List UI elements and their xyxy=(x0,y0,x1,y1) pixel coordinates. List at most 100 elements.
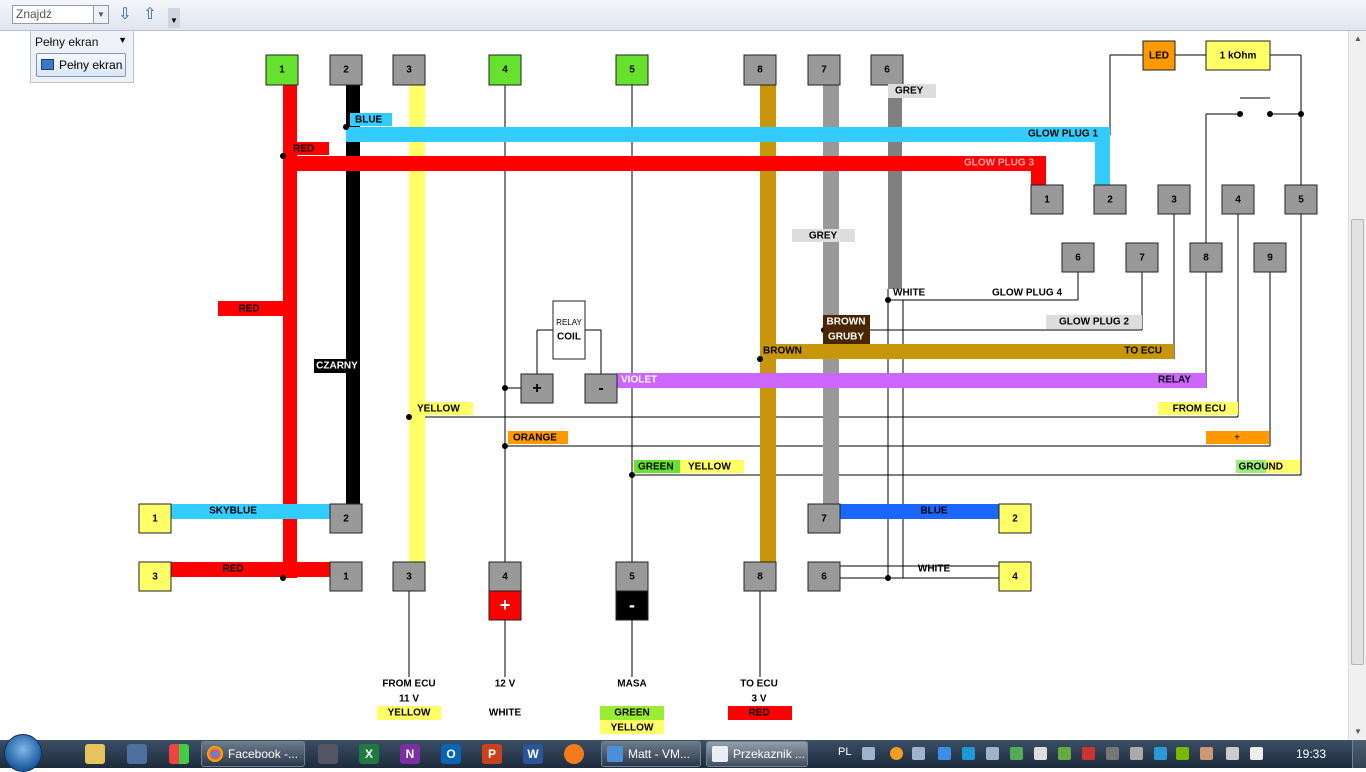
label-green: GREEN xyxy=(638,462,674,473)
label-violet: VIOLET xyxy=(621,375,657,386)
battery-icon[interactable] xyxy=(1058,747,1071,760)
relay-coil-top-label: RELAY xyxy=(556,318,582,327)
clock[interactable]: 19:33 xyxy=(1296,747,1327,761)
relay-pin-label: 9 xyxy=(1267,253,1273,264)
search-placeholder: Znajdź xyxy=(16,7,53,21)
find-toolbar: Znajdź ▼ ⇩ ⇧ ▼ xyxy=(0,0,1366,31)
taskbar-button-przekaznik[interactable]: Przekaznik ... xyxy=(706,741,808,767)
firefox-icon[interactable] xyxy=(564,744,584,764)
label-to-ecu-2: 3 V xyxy=(751,694,766,705)
drive-icon[interactable] xyxy=(1010,747,1023,760)
relay-pin-label: 4 xyxy=(1235,195,1241,206)
keyboard-icon[interactable] xyxy=(862,747,875,760)
label-orange-plus: + xyxy=(1234,433,1240,444)
label-brown-gruby-1: BROWN xyxy=(827,317,866,328)
fullscreen-button[interactable]: Pełny ekran xyxy=(36,53,126,77)
relay-pin-label: 7 xyxy=(1139,253,1145,264)
right-pin-box xyxy=(998,561,1032,592)
label-from-ecu-2: 11 V xyxy=(399,694,419,705)
connector-pin-label: 6 xyxy=(884,65,890,76)
taskbar-button-label: Przekaznik ... xyxy=(733,747,806,761)
show-desktop-button[interactable] xyxy=(1352,740,1366,768)
word-icon[interactable]: W xyxy=(523,744,543,764)
label-to-ecu-1: TO ECU xyxy=(740,679,778,690)
label-skyblue: SKYBLUE xyxy=(209,506,257,517)
led-label: LED xyxy=(1149,51,1169,62)
thick-wires xyxy=(170,84,1206,578)
power-icon[interactable] xyxy=(1226,747,1239,760)
label-grey-top: GREY xyxy=(895,86,924,97)
bottom-labels: FROM ECU 11 V YELLOW 12 V WHITE MASA GRE… xyxy=(377,679,792,734)
taskbar-button-vm[interactable]: Matt - VM... xyxy=(601,741,701,767)
media-icon[interactable] xyxy=(318,744,338,764)
label-glow-plug-3: GLOW PLUG 3 xyxy=(964,158,1034,169)
save-icon[interactable] xyxy=(127,744,147,764)
search-input[interactable]: Znajdź ▼ xyxy=(12,5,109,24)
action-center-icon[interactable] xyxy=(1250,747,1263,760)
powerpoint-icon[interactable]: P xyxy=(482,744,502,764)
explorer-icon[interactable] xyxy=(85,744,105,764)
led-box xyxy=(1142,40,1176,71)
top-connector: 1 2 3 4 5 8 7 6 xyxy=(265,54,904,86)
toolbar-overflow-button[interactable]: ▼ xyxy=(168,8,180,28)
outlook-icon[interactable]: O xyxy=(441,744,461,764)
taskbar-button-label: Matt - VM... xyxy=(628,747,691,761)
onenote-icon[interactable]: N xyxy=(400,744,420,764)
chrome-icon xyxy=(207,746,223,762)
connector-pin-label: 3 xyxy=(406,65,412,76)
scroll-up-icon[interactable]: ▲ xyxy=(1354,34,1362,43)
scroll-down-icon[interactable]: ▼ xyxy=(1354,727,1362,736)
apps-icon[interactable] xyxy=(169,744,189,764)
excel-icon[interactable]: X xyxy=(359,744,379,764)
right-pin-label: 4 xyxy=(1012,572,1018,583)
arrow-down-icon[interactable]: ⇩ xyxy=(118,6,132,23)
copy-icon[interactable] xyxy=(986,747,999,760)
sync-icon[interactable] xyxy=(962,747,975,760)
minus-terminal-label: - xyxy=(629,595,635,615)
chevron-down-icon[interactable]: ▼ xyxy=(93,6,108,23)
bottom-pin-label: 7 xyxy=(821,514,827,525)
device-icon[interactable] xyxy=(1106,747,1119,760)
label-white-right: WHITE xyxy=(918,564,951,575)
app-tray-icon[interactable] xyxy=(1082,747,1095,760)
resistor-label: 1 kOhm xyxy=(1220,51,1257,62)
plus-terminal-label: + xyxy=(500,595,511,615)
connector-pin-label: 7 xyxy=(821,65,827,76)
scrollbar-thumb[interactable] xyxy=(1351,219,1364,665)
relay-coil xyxy=(552,300,586,360)
start-button[interactable] xyxy=(4,734,42,772)
vm-icon xyxy=(607,746,623,762)
arrow-up-icon[interactable]: ⇧ xyxy=(143,6,157,23)
language-indicator[interactable]: PL xyxy=(838,746,852,758)
thin-wires xyxy=(408,54,1302,677)
plus-terminal xyxy=(488,590,522,621)
bottom-pin-label: 6 xyxy=(821,572,827,583)
fullscreen-button-label: Pełny ekran xyxy=(59,58,123,72)
wifi-icon[interactable] xyxy=(1034,747,1047,760)
right-pin-label: 2 xyxy=(1012,514,1018,525)
taskbar-button-facebook[interactable]: Facebook -... xyxy=(201,741,305,767)
label-brown: BROWN xyxy=(763,346,802,357)
bottom-pin-label: 8 xyxy=(757,572,763,583)
label-red-bottom: RED xyxy=(222,564,243,575)
label-to-ecu: TO ECU xyxy=(1124,346,1162,357)
speaker-icon[interactable] xyxy=(1200,747,1213,760)
resistor-box xyxy=(1205,40,1271,71)
wire-labels: BLUE GLOW PLUG 1 RED GLOW PLUG 3 GREY GR… xyxy=(209,84,1300,575)
update-icon[interactable] xyxy=(890,747,903,760)
volume-tray-icon[interactable] xyxy=(912,747,925,760)
chat-icon[interactable] xyxy=(1130,747,1143,760)
vertical-scrollbar[interactable]: ▲ ▼ xyxy=(1348,31,1366,740)
shield-icon[interactable] xyxy=(1154,747,1167,760)
chevron-down-icon[interactable]: ▼ xyxy=(118,35,127,45)
label-to-ecu-3: RED xyxy=(748,708,769,719)
label-yellow: YELLOW xyxy=(417,404,460,415)
relay-pins: 1 2 3 4 5 6 7 8 9 xyxy=(1030,184,1318,273)
relay-pin-label: 1 xyxy=(1044,195,1050,206)
bottom-pin-label: 4 xyxy=(502,572,508,583)
network-app-icon[interactable] xyxy=(938,747,951,760)
label-from-ecu-3: YELLOW xyxy=(388,708,431,719)
label-grey-mid: GREY xyxy=(809,231,838,242)
label-12v-2: WHITE xyxy=(489,708,522,719)
nvidia-icon[interactable] xyxy=(1176,747,1189,760)
